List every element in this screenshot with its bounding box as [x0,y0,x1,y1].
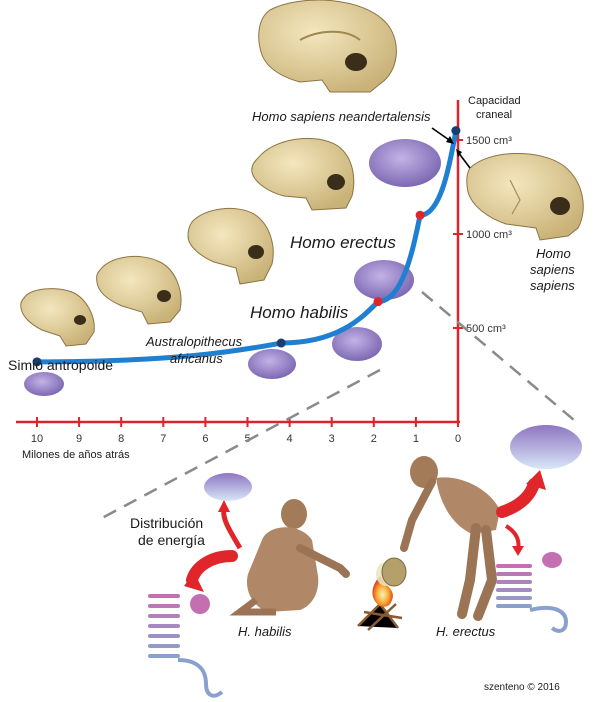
x-tick-label: 7 [160,433,166,445]
y-axis-title-line2: craneal [476,109,512,121]
skull-australopithecus [96,256,182,325]
label-sapiens-line2: sapiens [530,262,575,277]
x-tick-label: 10 [31,433,43,445]
x-tick-label: 8 [118,433,124,445]
curve-points [32,126,461,367]
pointer-arrows [431,127,471,169]
label-simio-antropoide: Simio antropoide [8,357,113,373]
skull-neanderthal [258,0,397,93]
dashed-line-left [101,368,381,520]
label-australopithecus-line1: Australopithecus [145,334,243,349]
food-erectus [381,557,407,587]
label-homo-habilis: Homo habilis [250,303,349,322]
curve-point [32,357,42,367]
x-tick-label: 9 [76,433,82,445]
figure-homo-habilis [229,499,350,616]
x-tick-label: 2 [371,433,377,445]
y-tick-label: 500 cm³ [466,323,506,335]
figure-homo-erectus [400,456,500,621]
brain-large-erectus [510,425,582,469]
x-tick-label: 4 [287,433,293,445]
label-h-erectus: H. erectus [436,624,496,639]
x-axis-label: Milones de años atrás [22,449,130,461]
curve-point [451,126,461,136]
brain-small-habilis [204,473,252,501]
digestive-system-habilis [148,594,224,698]
skull-ape [20,288,95,347]
dashed-line-right [421,291,575,421]
cranial-capacity-curve [34,128,459,365]
energy-arrow-erectus-brain [496,470,546,518]
x-tick-label: 5 [244,433,250,445]
y-tick-label: 1500 cm³ [466,135,512,147]
x-tick-label: 1 [413,433,419,445]
energy-label-line2: de energía [138,532,205,548]
skull-homo-erectus [251,137,355,211]
label-sapiens-line1: Homo [536,246,571,261]
label-h-habilis: H. habilis [238,624,292,639]
credit: szenteno © 2016 [484,682,560,693]
label-homo-erectus: Homo erectus [290,233,396,252]
skull-homo-sapiens [466,152,584,241]
y-axis-title-line1: Capacidad [468,95,521,107]
digestive-system-erectus [496,552,569,633]
brain-ape [24,372,64,396]
energy-arrow-habilis-up [218,500,243,550]
energy-arrow-erectus-gut [504,524,524,556]
brain-australopithecus [248,349,296,379]
curve-point [276,338,286,348]
label-neanderthal: Homo sapiens neandertalensis [252,109,431,124]
curve-point [415,210,425,220]
brain-neanderthal [369,139,441,187]
energy-label-line1: Distribución [130,515,203,531]
skull-homo-habilis [187,208,274,285]
x-tick-label: 0 [455,433,461,445]
x-tick-label: 3 [329,433,335,445]
energy-arrow-habilis-gut [184,550,238,592]
label-australopithecus-line2: africanus [170,351,223,366]
x-tick-label: 6 [202,433,208,445]
y-axis-ticks: 500 cm³ 1000 cm³ 1500 cm³ [453,135,512,335]
label-sapiens-line3: sapiens [530,278,575,293]
brain-homo-habilis [332,327,382,361]
curve-point [373,297,383,307]
y-tick-label: 1000 cm³ [466,229,512,241]
